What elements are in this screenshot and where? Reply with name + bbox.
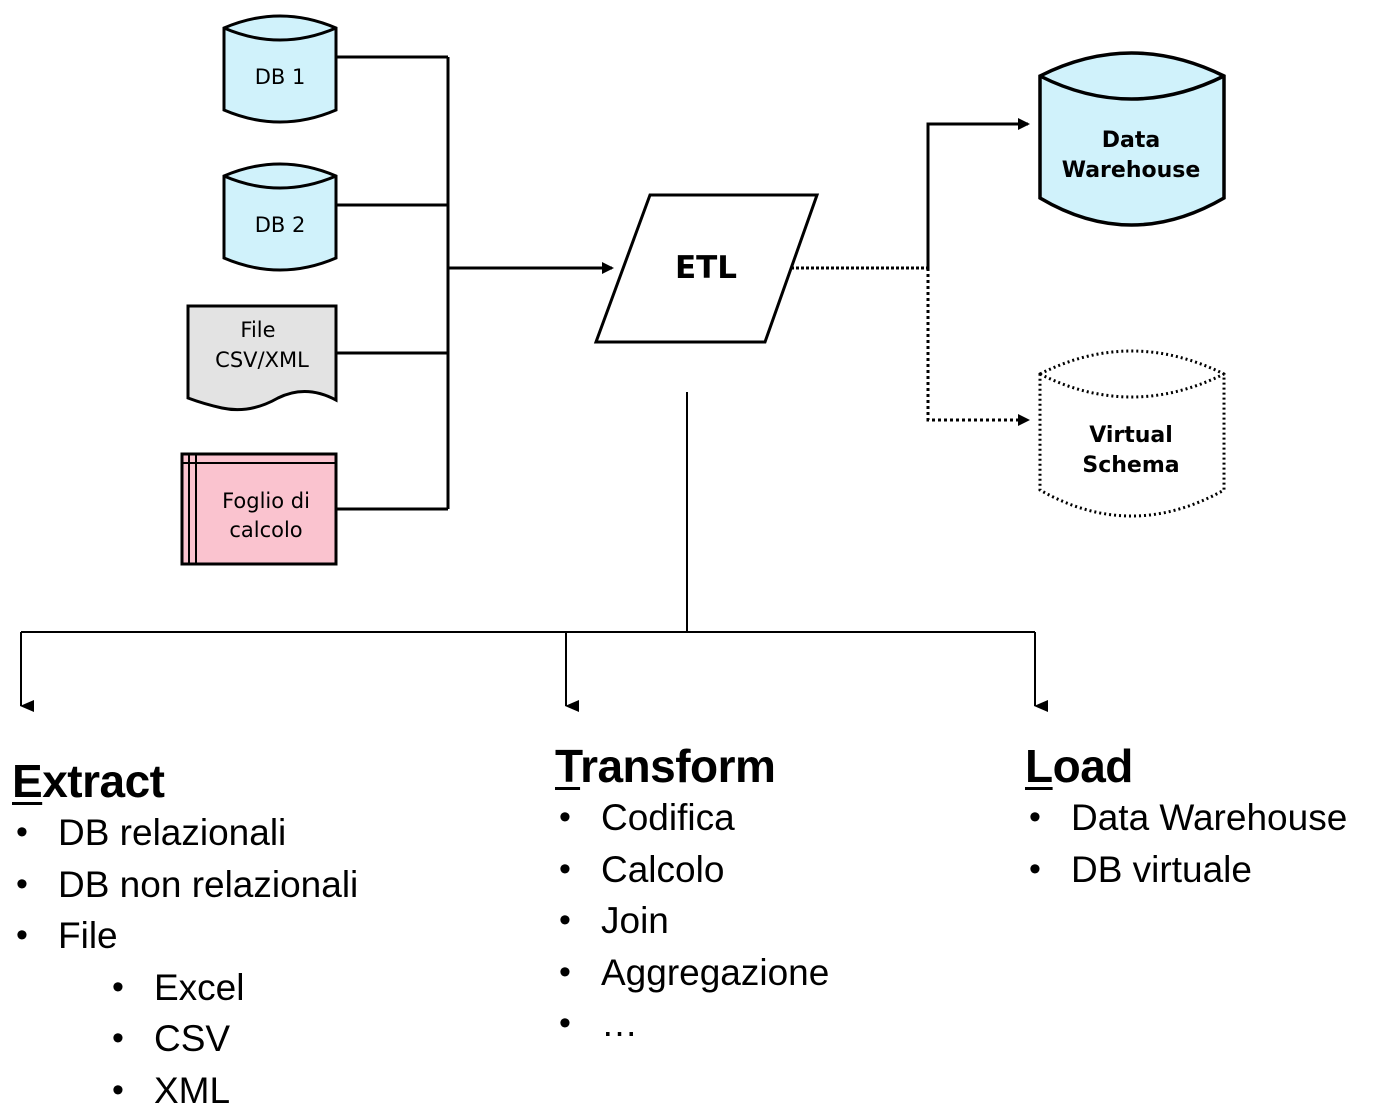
file-document-shape: File CSV/XML xyxy=(188,306,336,410)
data-warehouse-cylinder: Data Warehouse xyxy=(1040,53,1224,225)
list-item: Codifica xyxy=(555,792,829,844)
list-item: Excel xyxy=(108,962,358,1014)
file-label-line2: CSV/XML xyxy=(215,348,309,372)
load-column: Load Data Warehouse DB virtuale xyxy=(1025,740,1347,895)
file-label-line1: File xyxy=(240,318,275,342)
list-item: DB non relazionali xyxy=(12,859,358,911)
list-item: File xyxy=(12,910,358,962)
transform-heading: Transform xyxy=(555,740,829,792)
target-connectors xyxy=(791,124,1028,420)
etl-label: ETL xyxy=(675,250,737,286)
list-item: Aggregazione xyxy=(555,947,829,999)
extract-list: DB relazionali DB non relazionali File xyxy=(12,807,358,962)
load-heading-initial: L xyxy=(1025,740,1053,792)
extract-heading: Extract xyxy=(12,755,358,807)
sheet-label-line2: calcolo xyxy=(229,518,302,542)
transform-heading-initial: T xyxy=(555,740,580,792)
extract-file-sublist: Excel CSV XML xyxy=(108,962,358,1116)
load-heading-rest: oad xyxy=(1053,740,1133,792)
list-item: XML xyxy=(108,1065,358,1116)
load-list: Data Warehouse DB virtuale xyxy=(1025,792,1347,895)
extract-column: Extract DB relazionali DB non relazional… xyxy=(12,755,358,1116)
db2-cylinder: DB 2 xyxy=(224,164,336,270)
transform-heading-rest: ransform xyxy=(580,740,775,792)
warehouse-label-line1: Data xyxy=(1102,128,1160,153)
list-item: Data Warehouse xyxy=(1025,792,1347,844)
list-item: … xyxy=(555,998,829,1050)
extract-heading-rest: xtract xyxy=(42,755,164,807)
sheet-label-line1: Foglio di xyxy=(222,489,310,513)
source-connectors xyxy=(336,57,612,509)
virtual-label-line1: Virtual xyxy=(1089,423,1173,448)
transform-list: Codifica Calcolo Join Aggregazione … xyxy=(555,792,829,1050)
arrow-to-virtual-schema xyxy=(928,268,1028,420)
extract-heading-initial: E xyxy=(12,755,42,807)
virtual-label-line2: Schema xyxy=(1082,453,1179,478)
list-item: Calcolo xyxy=(555,844,829,896)
list-item: Join xyxy=(555,895,829,947)
spreadsheet-shape: Foglio di calcolo xyxy=(182,454,336,564)
warehouse-label-line2: Warehouse xyxy=(1062,158,1201,183)
db1-label: DB 1 xyxy=(255,65,306,89)
arrow-to-warehouse xyxy=(928,124,1028,268)
etl-process: ETL xyxy=(596,195,817,342)
transform-column: Transform Codifica Calcolo Join Aggregaz… xyxy=(555,740,829,1050)
etl-breakdown-tree xyxy=(21,392,1035,706)
list-item: CSV xyxy=(108,1013,358,1065)
db1-cylinder: DB 1 xyxy=(224,16,336,122)
list-item: DB relazionali xyxy=(12,807,358,859)
load-heading: Load xyxy=(1025,740,1347,792)
db2-label: DB 2 xyxy=(255,213,306,237)
list-item: DB virtuale xyxy=(1025,844,1347,896)
